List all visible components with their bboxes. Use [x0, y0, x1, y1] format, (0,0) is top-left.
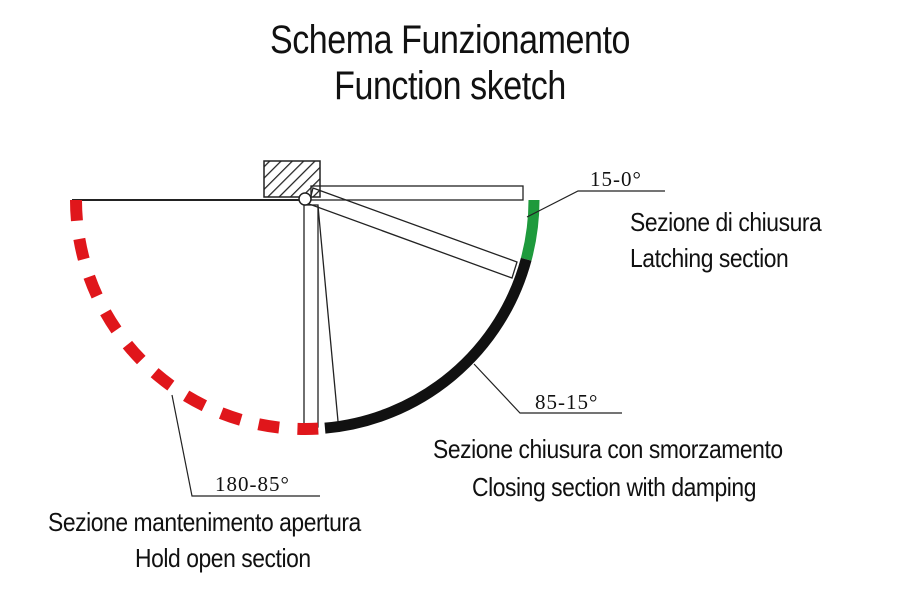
label-closing-it: Sezione chiusura con smorzamento: [433, 434, 783, 464]
angle-latching: 15-0°: [590, 167, 642, 191]
door-open: [303, 204, 319, 428]
leader-hold: [171, 394, 320, 497]
title-line-1: Schema Funzionamento: [269, 18, 631, 62]
door-swing-line: [317, 205, 340, 433]
closing-section-arc: [324, 257, 532, 434]
label-latching-en: Latching section: [630, 243, 789, 273]
hold-section-dash: [70, 199, 83, 222]
door-partial: [308, 187, 518, 279]
hold-section-dash: [100, 309, 122, 334]
label-hold-it: Sezione mantenimento apertura: [48, 507, 361, 537]
hold-section-dash: [150, 368, 175, 391]
pivot-icon: [298, 192, 312, 206]
angle-closing: 85-15°: [535, 390, 599, 414]
label-closing-en: Closing section with damping: [472, 472, 757, 502]
angle-hold: 180-85°: [215, 472, 290, 496]
leader-latching: [526, 190, 665, 218]
leader-closing: [473, 363, 622, 414]
latching-section-arc: [520, 199, 540, 261]
hold-section-dash: [122, 340, 146, 365]
hold-section-dash: [257, 418, 280, 434]
label-latching-it: Sezione di chiusura: [630, 207, 822, 237]
door-closed: [310, 185, 524, 201]
hold-section-dash: [183, 390, 208, 412]
hold-section-dash: [73, 237, 90, 261]
label-hold-en: Hold open section: [135, 543, 311, 573]
title-line-2: Function sketch: [334, 64, 566, 108]
hold-section-dash: [83, 274, 103, 299]
hold-section-dash: [218, 407, 243, 426]
